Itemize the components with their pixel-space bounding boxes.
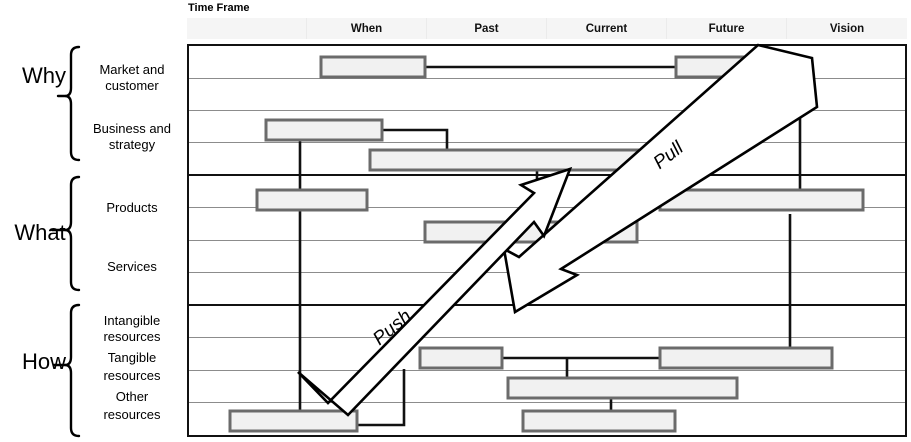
- sub-label-business-and-strategy-line1: Business and: [92, 121, 172, 136]
- bar-row1-when[interactable]: [319, 55, 427, 79]
- bar-row11-current[interactable]: [506, 376, 739, 400]
- group-label-what: What: [14, 220, 66, 245]
- bar-row5-when[interactable]: [255, 188, 369, 212]
- sub-label-tangible-resources-line2: resources: [103, 368, 161, 383]
- grid-row-4: [189, 143, 905, 176]
- sub-label-market-and-customer-line2: customer: [105, 78, 159, 93]
- group-label-why: Why: [22, 63, 66, 88]
- push-arrow-shape: [297, 166, 573, 417]
- sub-label-market-and-customer-line1: Market and: [99, 62, 165, 77]
- column-header-current: Current: [547, 18, 667, 39]
- grid-row-2: [189, 79, 905, 111]
- bar-row10-past[interactable]: [418, 346, 504, 370]
- bar-row5-future[interactable]: [658, 188, 865, 212]
- bar-row3-when[interactable]: [264, 118, 384, 142]
- column-header-blank: [187, 18, 307, 39]
- bar-row10-future[interactable]: [658, 346, 834, 370]
- bar-row12-when[interactable]: [228, 409, 359, 433]
- sub-label-intangible-resources-line1: Intangible: [103, 313, 161, 328]
- sub-label-products: Products: [106, 200, 158, 215]
- sub-label-tangible-resources-line1: Tangible: [107, 350, 157, 365]
- brace-why: [64, 45, 81, 162]
- column-header-when: When: [307, 18, 427, 39]
- bar-row4-past[interactable]: [368, 148, 662, 172]
- brace-what: [64, 175, 81, 292]
- grid-row-8: [189, 273, 905, 306]
- sub-label-other-resources-line2: resources: [103, 407, 161, 422]
- column-header-row: When Past Current Future Vision: [187, 18, 907, 39]
- column-header-future: Future: [667, 18, 787, 39]
- grid-row-10: [189, 338, 905, 371]
- column-header-past: Past: [427, 18, 547, 39]
- sub-label-intangible-resources-line2: resources: [103, 329, 161, 344]
- pull-arrow: Pull: [502, 43, 819, 315]
- connector-bottom-left: [356, 369, 406, 427]
- grid-row-11: [189, 371, 905, 403]
- pull-arrow-shape: [502, 43, 819, 315]
- bar-row12-current[interactable]: [521, 409, 677, 433]
- group-label-how: How: [21, 349, 66, 374]
- time-frame-caption: Time Frame: [188, 2, 250, 14]
- sub-label-business-and-strategy-line2: strategy: [108, 137, 156, 152]
- column-header-vision: Vision: [829, 22, 865, 35]
- brace-how: [64, 303, 81, 438]
- sub-label-other-resources-line1: Other: [115, 389, 149, 404]
- sub-label-services: Services: [107, 259, 157, 274]
- grid-row-1: [189, 46, 905, 79]
- grid-row-3: [189, 111, 905, 143]
- grid-row-9: [189, 306, 905, 338]
